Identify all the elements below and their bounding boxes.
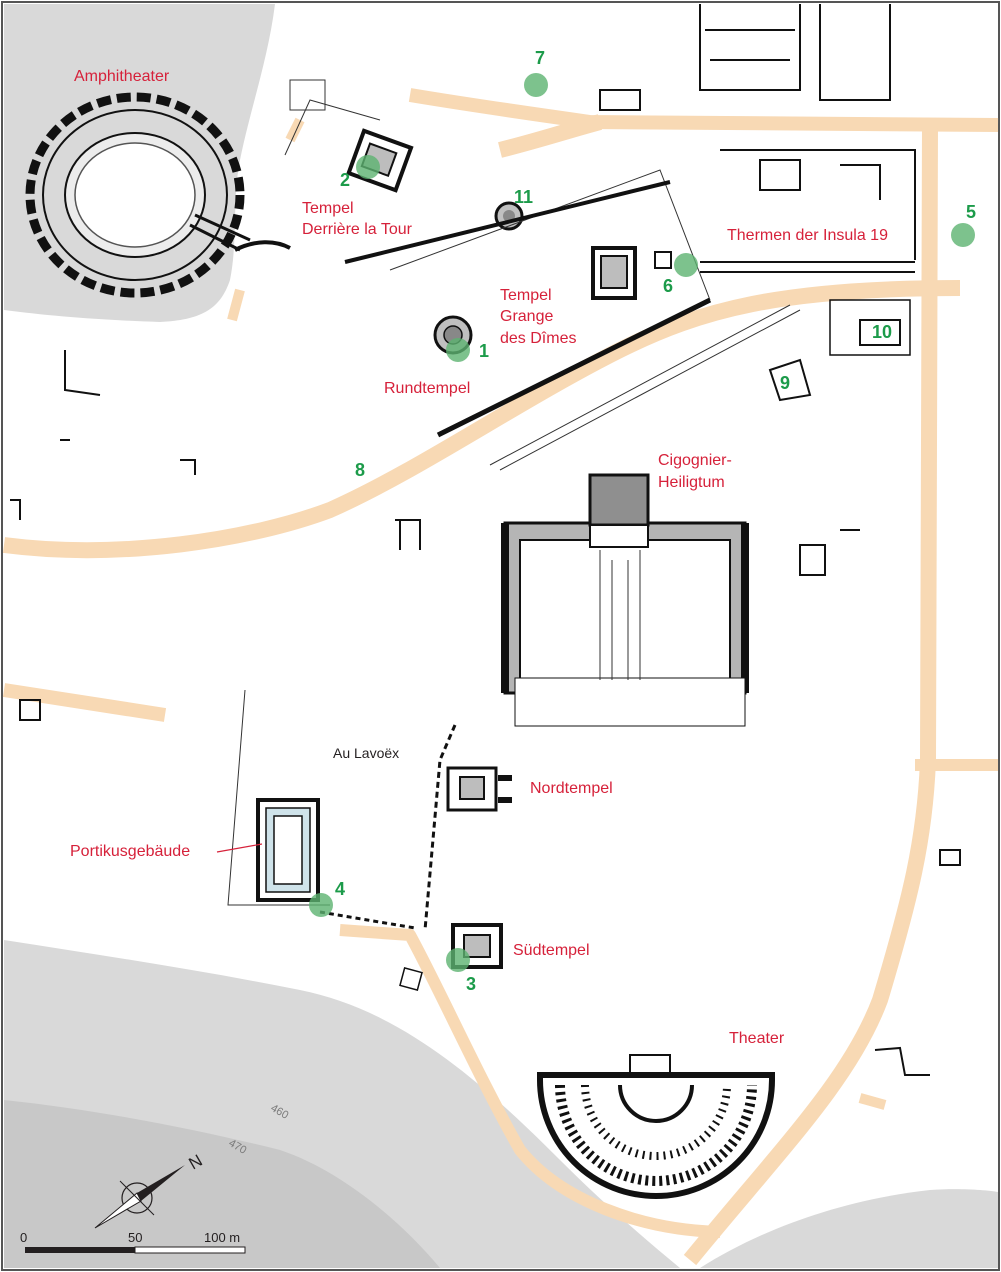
label-cigognier-2: Heiligtum — [658, 474, 725, 491]
precinct-wall-south — [319, 910, 416, 930]
misc-ruins — [10, 350, 961, 1076]
marker-5-dot[interactable] — [951, 223, 975, 247]
marker-11-label: 11 — [514, 187, 533, 207]
thermen-ruins — [599, 4, 916, 402]
label-cigognier-1: Cigognier- — [658, 452, 732, 469]
label-portikus: Portikusgebäude — [70, 843, 190, 860]
label-tempel-derriere-1: Tempel — [302, 200, 354, 217]
marker-6-label: 6 — [663, 276, 673, 296]
roads — [2, 88, 999, 1266]
marker-10-label: 10 — [872, 322, 892, 342]
terrain-southeast — [700, 1189, 998, 1268]
north-arrow-icon — [137, 1165, 185, 1201]
marker-1-label: 1 — [479, 341, 489, 361]
label-amphitheater: Amphitheater — [74, 68, 170, 85]
marker-7-label: 7 — [535, 48, 545, 68]
label-tempel-grange-2: Grange — [500, 308, 553, 325]
label-tempel-grange-3: des Dîmes — [500, 330, 576, 347]
marker-6-dot[interactable] — [674, 253, 698, 277]
nordtempel-ruin — [446, 766, 512, 812]
scale-label-50: 50 — [128, 1230, 142, 1245]
compass-circle — [121, 1182, 153, 1214]
label-nordtempel: Nordtempel — [530, 780, 613, 797]
marker-1-dot[interactable] — [446, 338, 470, 362]
precinct-wall — [423, 724, 457, 931]
site-markers — [309, 73, 975, 972]
theater-ruin — [537, 1054, 775, 1199]
terrain-south-inner — [4, 1100, 440, 1268]
label-thermen: Thermen der Insula 19 — [727, 227, 888, 244]
label-tempel-derriere-2: Derrière la Tour — [302, 221, 413, 238]
label-theater: Theater — [729, 1030, 785, 1047]
label-suedtempel: Südtempel — [513, 942, 590, 959]
marker-3-label: 3 — [466, 974, 476, 994]
label-rundtempel: Rundtempel — [384, 380, 470, 397]
grange-des-dimes-ruin — [344, 169, 801, 471]
scale-label-0: 0 — [20, 1230, 27, 1245]
label-tempel-grange-1: Tempel — [500, 287, 552, 304]
marker-7-dot[interactable] — [524, 73, 548, 97]
marker-3-dot[interactable] — [446, 948, 470, 972]
marker-5-label: 5 — [966, 202, 976, 222]
marker-8-label: 8 — [355, 460, 365, 480]
marker-2-dot[interactable] — [356, 155, 380, 179]
label-au-lavoex: Au Lavoëx — [333, 745, 399, 761]
portikus-ruin — [227, 689, 330, 906]
amphitheater-ruin — [25, 92, 291, 298]
marker-4-label: 4 — [335, 879, 345, 899]
cigognier-sanctuary-ruin — [501, 473, 749, 727]
scale-bar: 0 50 100 m — [20, 1230, 246, 1254]
marker-2-label: 2 — [340, 170, 350, 190]
portikus-leader-line — [216, 843, 263, 853]
marker-9-label: 9 — [780, 373, 790, 393]
scale-label-100: 100 m — [204, 1230, 240, 1245]
marker-4-dot[interactable] — [309, 893, 333, 917]
